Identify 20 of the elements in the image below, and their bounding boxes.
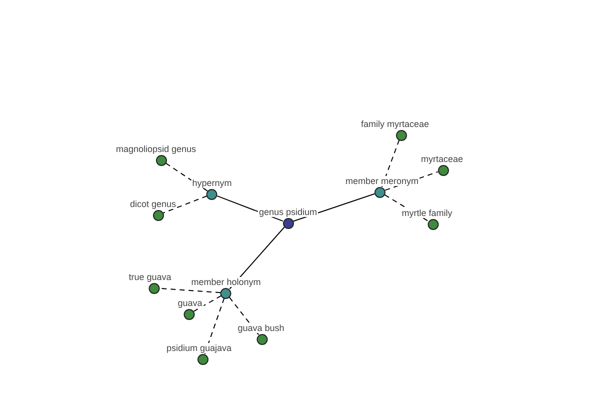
node-label: myrtaceae <box>420 154 464 164</box>
node-label: magnoliopsid genus <box>114 144 198 154</box>
dashed-connector <box>381 140 400 188</box>
node-label: genus psidium <box>258 206 318 216</box>
dashed-connector <box>162 196 208 214</box>
node-label: member meronym <box>344 176 420 186</box>
node-label: family myrtaceae <box>360 118 430 128</box>
dashed-connector <box>193 295 222 312</box>
node-label: true guava <box>128 272 172 282</box>
connector-line <box>292 193 376 222</box>
node-label: member holonym <box>190 276 262 286</box>
node-label: myrtle family <box>400 208 454 218</box>
dashed-connector <box>228 296 260 336</box>
node-label: dicot genus <box>128 198 178 208</box>
node-label: guava bush <box>236 322 286 332</box>
dashed-connector <box>204 298 225 354</box>
dashed-connector <box>165 162 208 192</box>
dashed-connector <box>158 288 222 294</box>
node-label: psidium guajava <box>165 342 233 352</box>
node-label: hypernym <box>191 178 233 188</box>
